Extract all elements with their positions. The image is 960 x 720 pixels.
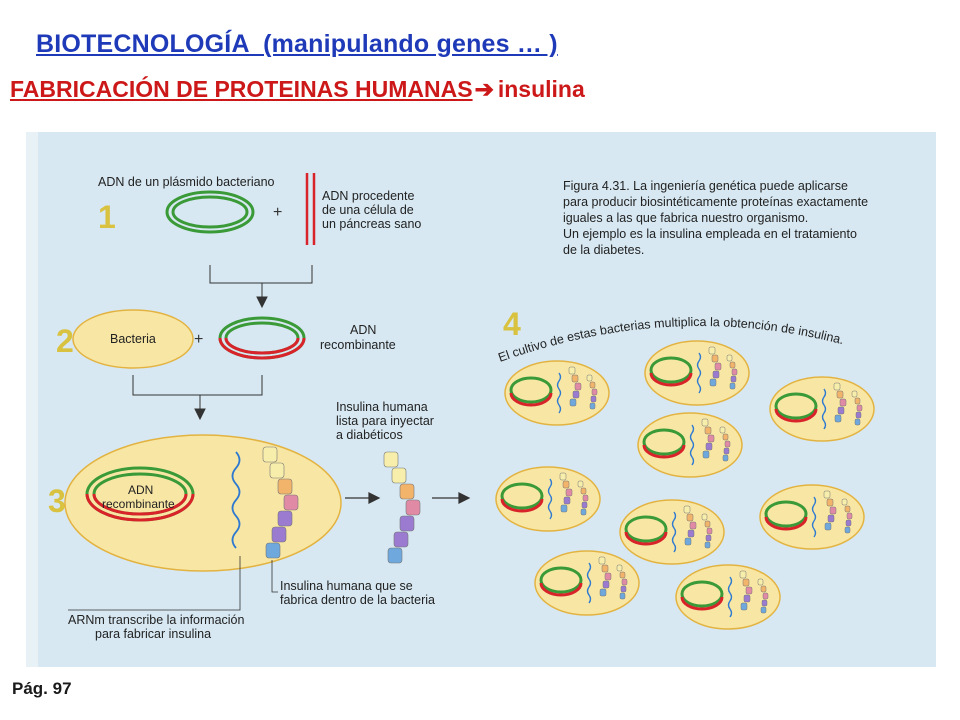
caption-line-3: iguales a las que fabrica nuestro organi… (563, 211, 808, 225)
subtitle-tail: insulina (497, 76, 585, 102)
insulin-chain-ready (383, 451, 421, 564)
recombinant-label-l2: recombinante (320, 338, 396, 352)
process-arrow-1 (345, 492, 381, 504)
caption-line-1: Figura 4.31. La ingeniería genética pued… (563, 179, 848, 193)
mrna-label-l2: para fabricar insulina (95, 627, 211, 641)
process-arrow-2 (432, 492, 471, 504)
colony-cell (643, 339, 751, 407)
page-gutter (26, 132, 38, 667)
ready-insulin-label-l2: lista para inyectar (336, 414, 434, 428)
human-dna-label-l3: un páncreas sano (322, 217, 421, 231)
human-dna-strands (305, 173, 316, 245)
human-dna-label-l2: de una célula de (322, 203, 414, 217)
colony-cell (768, 375, 876, 443)
colony-cell (674, 563, 782, 631)
plasmid-label: ADN de un plásmido bacteriano (98, 175, 275, 189)
bacteria-cell (72, 309, 194, 369)
mrna-strand (231, 451, 241, 549)
colony-cell (636, 411, 744, 479)
page-subtitle: FABRICACIÓN DE PROTEINAS HUMANAS➔insulin… (10, 76, 585, 103)
colony-cell (503, 359, 611, 427)
colony-cell (758, 483, 866, 551)
ready-insulin-label-l3: a diabéticos (336, 428, 403, 442)
plus-sign-1: + (273, 204, 282, 221)
subtitle-main: FABRICACIÓN DE PROTEINAS HUMANAS (10, 76, 473, 102)
inside-insulin-label-l1: Insulina humana que se (280, 579, 413, 593)
page-number: Pág. 97 (12, 679, 72, 698)
leader-lines (68, 556, 278, 611)
inside-insulin-label-l2: fabrica dentro de la bacteria (280, 593, 435, 607)
colony-cell (618, 498, 726, 566)
step-3-number: 3 (48, 483, 66, 519)
page-title: BIOTECNOLOGÍA (manipulando genes … ) (36, 30, 558, 58)
merge-arrow-1 (209, 265, 313, 309)
cell-recombinant-label-l1: ADN (128, 483, 153, 497)
arrow-right-icon: ➔ (474, 76, 494, 102)
caption-line-5: de la diabetes. (563, 243, 644, 257)
plasmid-ring (165, 190, 255, 234)
step-1-number: 1 (98, 199, 116, 235)
step-4-number: 4 (503, 306, 521, 342)
colony-cell (533, 549, 641, 617)
recombinant-label-l1: ADN (350, 323, 376, 337)
caption-line-2: para producir biosintéticamente proteína… (563, 195, 868, 209)
insulin-chain-in-cell (262, 446, 299, 559)
ready-insulin-label-l1: Insulina humana (336, 400, 428, 414)
step-2-number: 2 (56, 323, 74, 359)
caption-line-4: Un ejemplo es la insulina empleada en el… (563, 227, 857, 241)
cell-recombinant-label-l2: recombinante (102, 497, 175, 511)
recombinant-plasmid (218, 316, 306, 360)
human-dna-label-l1: ADN procedente (322, 189, 414, 203)
bacteria-label: Bacteria (110, 332, 156, 346)
recombinant-plasmid-in-cell (85, 466, 195, 522)
colony-cell (494, 465, 602, 533)
plus-sign-2: + (194, 331, 203, 348)
merge-arrow-2 (132, 375, 263, 421)
mrna-label-l1: ARNm transcribe la información (68, 613, 244, 627)
